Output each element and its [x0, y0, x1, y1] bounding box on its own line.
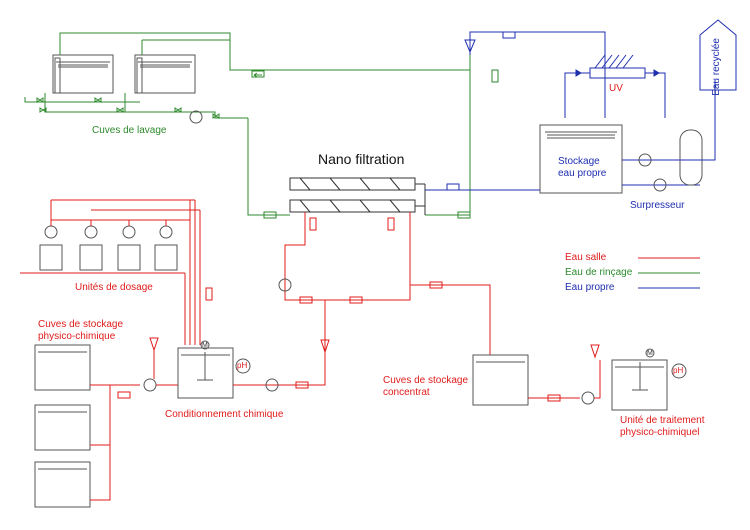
treatment-tank: [611, 359, 668, 411]
storage-tank-1: [34, 344, 91, 391]
label-conditionnement: Conditionnement chimique: [165, 409, 284, 420]
label-cuves-concentrat-1: Cuves de stockage: [383, 375, 469, 386]
label-surpresseur: Surpresseur: [630, 200, 685, 211]
label-cuves-concentrat-2: concentrat: [383, 387, 430, 398]
pressure-vessel: [679, 129, 703, 186]
wash-tank-1: [52, 54, 114, 94]
dosing-units: [20, 199, 201, 345]
nanofiltration-unit: [289, 177, 426, 215]
label-unite-traitement-2: physico-chimiquel: [620, 427, 700, 438]
label-stockage-1: Stockage: [558, 156, 600, 167]
label-uv: UV: [609, 83, 623, 94]
flowmeter-right: [590, 344, 600, 359]
label-ph-conditioning: pH: [237, 361, 248, 370]
legend-lines: [638, 257, 700, 289]
label-unite-traitement-1: Unité de traitement: [620, 415, 705, 426]
flowmeter-top: [464, 39, 476, 54]
clean-water-section: [425, 19, 737, 194]
label-eau-recyclee: Eau recyclée: [711, 38, 722, 96]
label-ph-treatment: pH: [673, 366, 684, 375]
conditioning-tank: [177, 347, 234, 399]
legend-label-eau-rincage: Eau de rinçage: [565, 267, 633, 278]
uv-unit: [589, 67, 646, 79]
legend-label-eau-propre: Eau propre: [565, 282, 615, 293]
label-cuves-lavage: Cuves de lavage: [92, 125, 167, 136]
storage-tank-2: [34, 404, 91, 451]
diagram-title: Nano filtration: [318, 151, 405, 167]
dirty-water-section: [20, 199, 687, 508]
label-stockage-2: eau propre: [558, 168, 607, 179]
label-motor-treatment: M: [647, 350, 653, 357]
flowmeter-left: [149, 337, 159, 352]
label-motor-conditioning: M: [202, 342, 208, 349]
label-cuves-stockage-pc-1: Cuves de stockage: [38, 319, 124, 330]
legend-label-eau-salle: Eau salle: [565, 252, 607, 263]
label-unites-dosage: Unités de dosage: [75, 282, 153, 293]
storage-tank-3: [34, 461, 91, 508]
wash-tanks-section: [24, 32, 499, 219]
wash-tank-2: [134, 54, 196, 94]
concentrate-tank: [472, 354, 529, 406]
clean-water-tank: [539, 124, 623, 194]
flowmeter-mid: [320, 339, 330, 354]
label-cuves-stockage-pc-2: physico-chimique: [38, 331, 116, 342]
recycled-water-outlet: [699, 19, 737, 91]
